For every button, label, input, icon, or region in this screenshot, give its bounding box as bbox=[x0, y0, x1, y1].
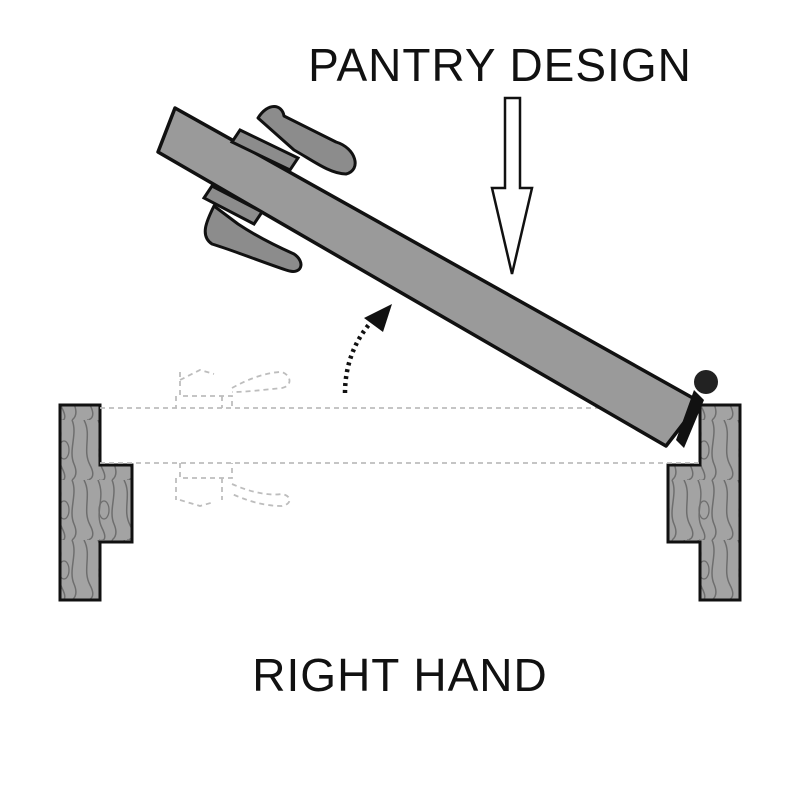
swing-arrow-icon bbox=[342, 304, 392, 394]
lever-handle-bottom-icon bbox=[201, 184, 303, 273]
diagram-caption: RIGHT HAND bbox=[252, 649, 548, 701]
closed-door-outline bbox=[100, 407, 700, 464]
down-arrow-icon bbox=[490, 96, 534, 275]
left-door-jamb bbox=[58, 403, 134, 602]
ghost-lever-handle-bottom-icon bbox=[175, 463, 291, 507]
pantry-door-panel bbox=[156, 106, 702, 448]
right-door-jamb bbox=[666, 403, 742, 602]
ghost-lever-handle-icon bbox=[175, 369, 291, 408]
lever-handle-icon bbox=[229, 105, 357, 176]
hinge-knob-icon bbox=[676, 370, 718, 448]
diagram-title: PANTRY DESIGN bbox=[308, 39, 692, 91]
